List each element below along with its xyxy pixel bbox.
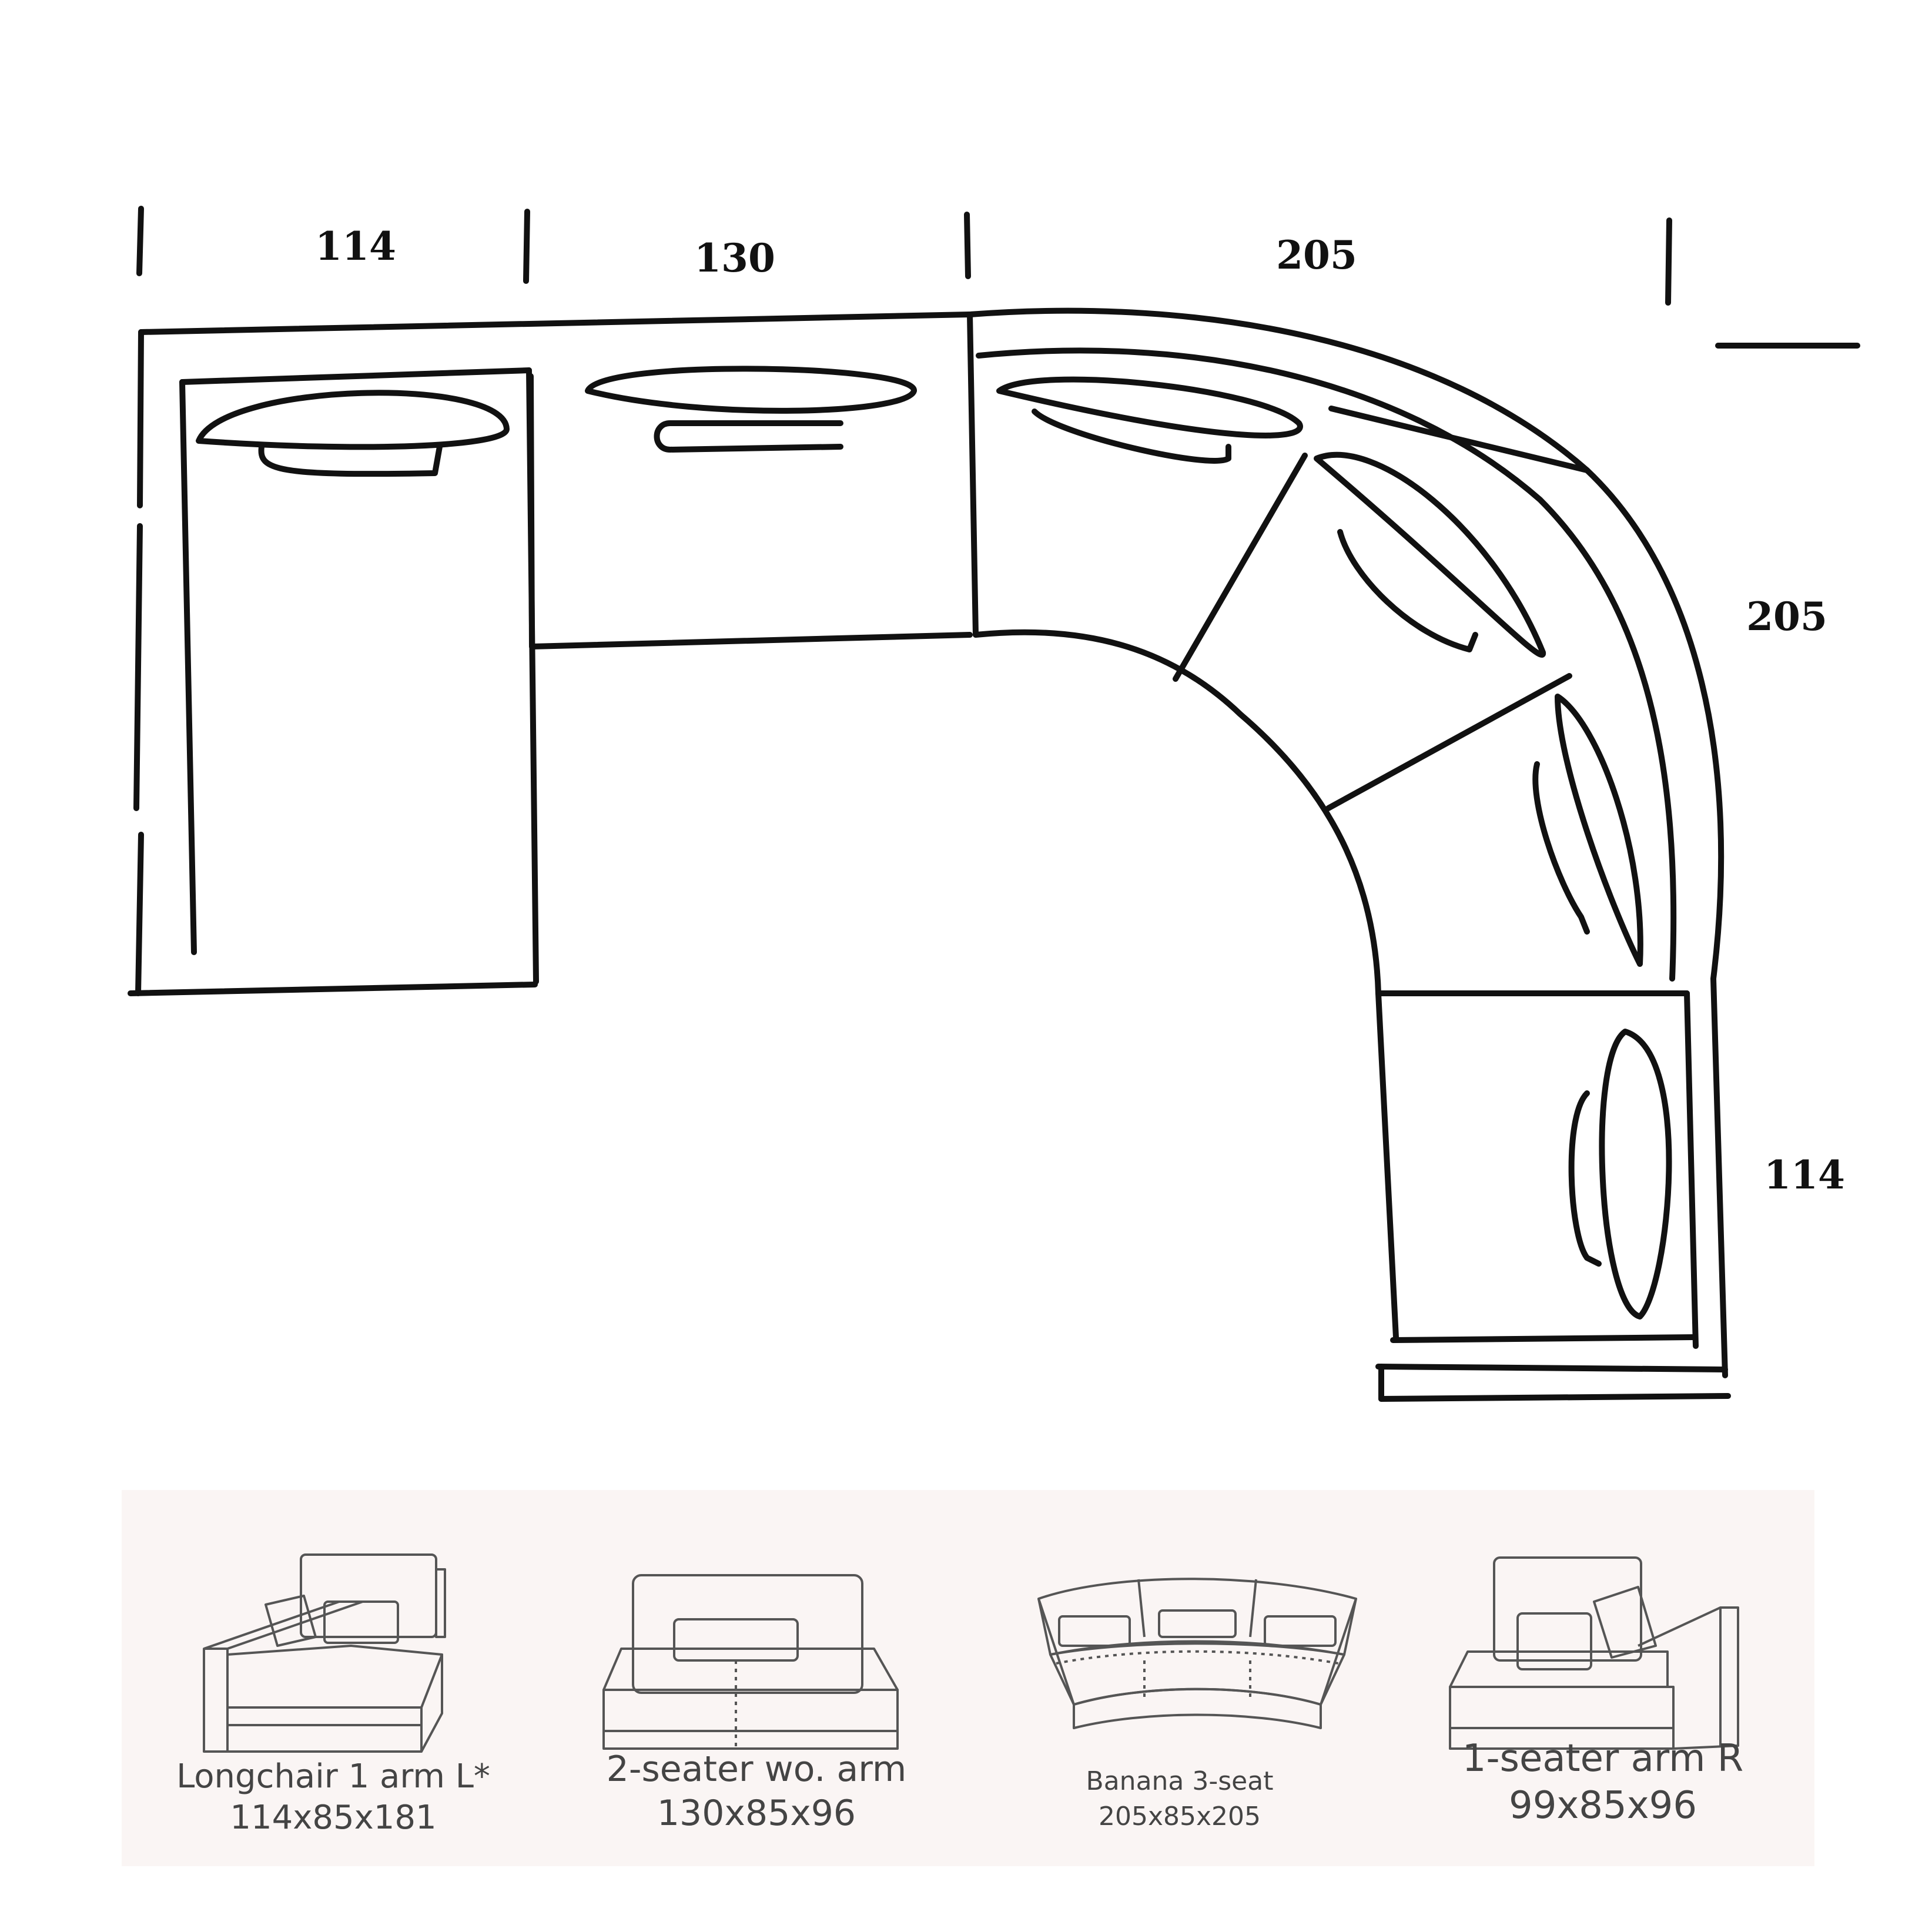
- sofa-floor-plan: [128, 206, 1860, 1402]
- two-seater-module: [528, 366, 973, 649]
- legend-size-one-seater: 99x85x96: [1508, 1784, 1697, 1827]
- one-seater-module: [1375, 976, 1731, 1402]
- legend-module-one-seater: 1-seater arm R 99x85x96: [1391, 1490, 1814, 1866]
- banana-sofa-icon: [1037, 1578, 1357, 1729]
- one-seater-right-icon: [1449, 1556, 1739, 1750]
- dimension-ticks: [136, 206, 1860, 349]
- legend-name-longchair: Longchair 1 arm L*: [176, 1757, 490, 1796]
- longchair-left-icon: [203, 1553, 446, 1753]
- banana-module: [967, 307, 1725, 996]
- legend-name-two-seater: 2-seater wo. arm: [606, 1749, 907, 1790]
- legend-name-one-seater: 1-seater arm R: [1462, 1737, 1744, 1780]
- dimension-label-top-2: 130: [694, 235, 775, 281]
- legend-module-longchair: Longchair 1 arm L* 114x85x181: [122, 1490, 545, 1866]
- dimension-label-top-3: 205: [1276, 232, 1357, 278]
- dimension-label-top-1: 114: [315, 223, 396, 269]
- legend-size-longchair: 114x85x181: [230, 1799, 437, 1837]
- legend-module-banana: Banana 3-seat 205x85x205: [968, 1490, 1391, 1866]
- legend-size-banana: 205x85x205: [1098, 1802, 1261, 1831]
- module-legend: Longchair 1 arm L* 114x85x181 2-seater w…: [122, 1490, 1814, 1866]
- legend-size-two-seater: 130x85x96: [657, 1793, 856, 1834]
- dimension-label-right-2: 114: [1764, 1152, 1845, 1198]
- legend-name-banana: Banana 3-seat: [1086, 1766, 1274, 1796]
- legend-module-two-seater: 2-seater wo. arm 130x85x96: [545, 1490, 968, 1866]
- dimension-label-right-1: 205: [1746, 594, 1827, 639]
- longchair-module: [128, 312, 973, 996]
- two-seater-icon: [602, 1574, 899, 1750]
